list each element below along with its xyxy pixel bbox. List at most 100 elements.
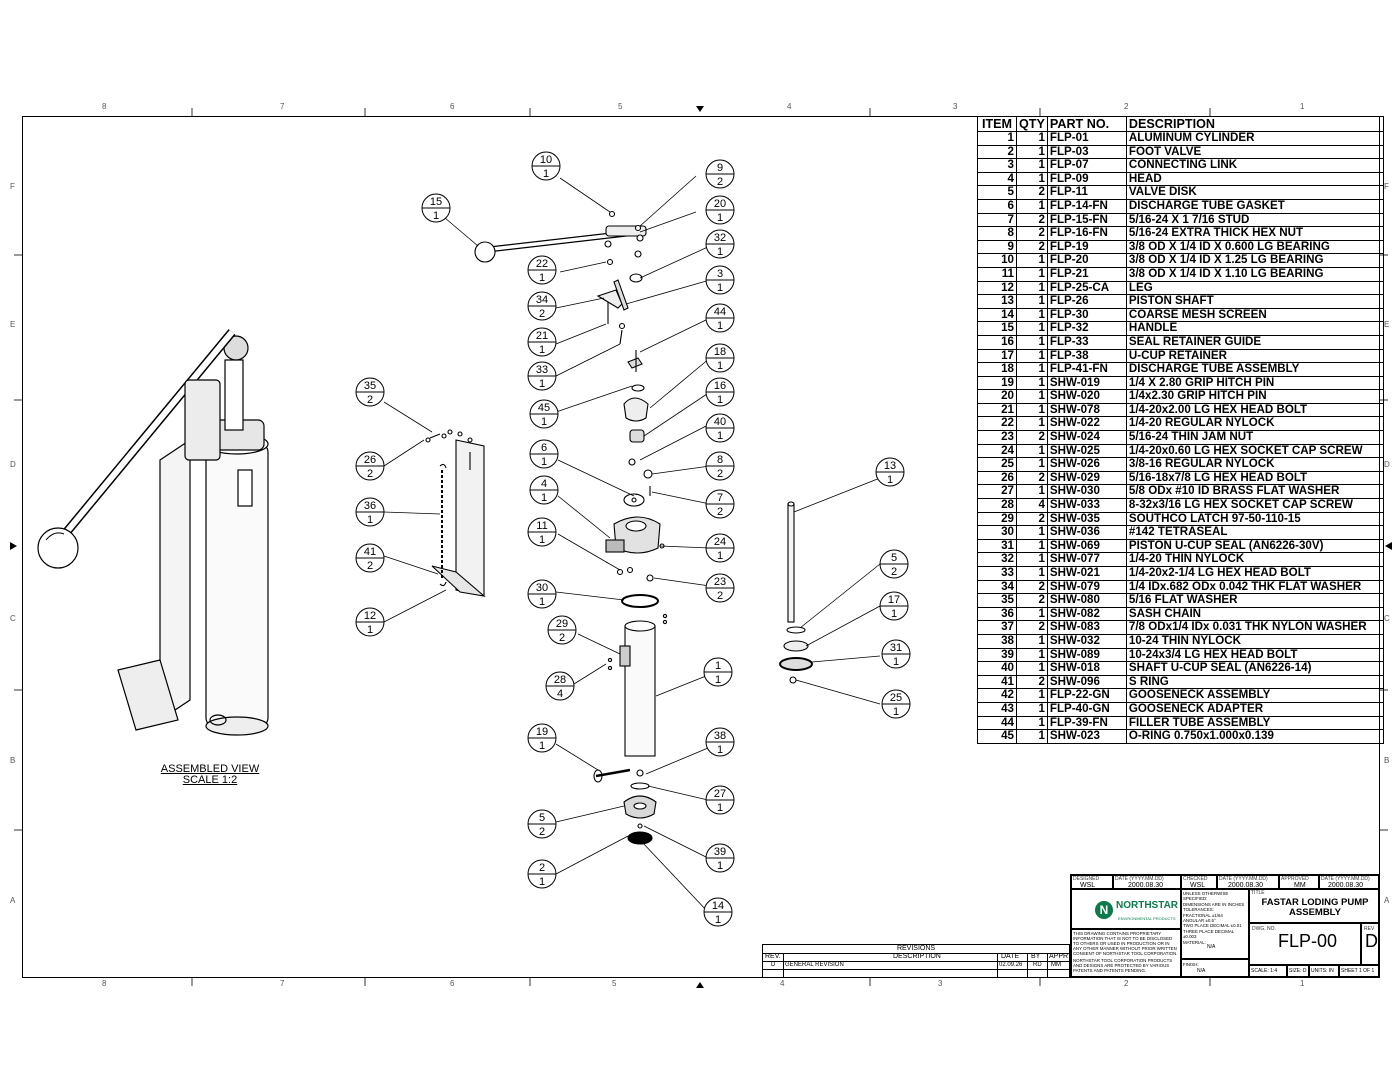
bom-part-no: SHW-018 (1046, 661, 1127, 676)
bom-item: 2 (977, 144, 1017, 160)
bom-part-no: SHW-019 (1046, 375, 1127, 391)
bom-qty: 1 (1016, 701, 1048, 717)
bom-part-no: FLP-41-FN (1046, 362, 1127, 377)
bom-qty: 1 (1016, 443, 1048, 459)
bom-qty: 1 (1016, 362, 1048, 377)
bom-part-no: FLP-07 (1046, 158, 1127, 173)
balloon-item-number: 45 (538, 402, 550, 414)
zone-label: D (10, 460, 16, 469)
balloon-quantity: 1 (717, 394, 723, 406)
balloon-item-number: 27 (714, 788, 726, 800)
bom-qty: 2 (1016, 593, 1048, 608)
leader-lines (383, 175, 881, 913)
bom-item: 45 (977, 729, 1017, 744)
balloon-item-number: 36 (364, 500, 376, 512)
drawing-number: FLP-00 (1278, 931, 1338, 951)
bom-item: 34 (977, 579, 1017, 595)
zone-label: C (10, 614, 16, 623)
balloon-quantity: 1 (539, 378, 545, 390)
callout-balloon: 92 (705, 159, 735, 189)
callout-balloon: 221 (527, 255, 557, 285)
bom-description: 5/16-24 THIN JAM NUT (1125, 430, 1384, 445)
balloon-item-number: 16 (714, 380, 726, 392)
balloon-item-number: 38 (714, 730, 726, 742)
zone-label: 3 (953, 102, 958, 111)
bom-item: 39 (977, 647, 1017, 663)
bom-qty: 1 (1016, 307, 1048, 323)
balloon-quantity: 1 (367, 514, 373, 526)
bom-part-no: SHW-096 (1046, 674, 1127, 690)
bom-description: CONNECTING LINK (1125, 158, 1384, 173)
bom-qty: 1 (1016, 647, 1048, 663)
bom-part-no: SHW-021 (1046, 566, 1127, 581)
checked-date-cell: DATE (YYYY.MM.DD) 2000.08.30 (1217, 875, 1279, 889)
balloon-quantity: 1 (543, 168, 549, 180)
bom-qty: 1 (1016, 552, 1048, 567)
zone-label: B (10, 756, 16, 765)
callout-balloon: 311 (881, 639, 911, 669)
zone-label: 4 (787, 102, 792, 111)
balloon-quantity: 1 (715, 914, 721, 926)
divider (1047, 953, 1048, 977)
balloon-item-number: 12 (364, 610, 376, 622)
bom-part-no: FLP-26 (1046, 294, 1127, 309)
rev-appr: MM (1051, 962, 1061, 968)
bom-part-no: FLP-14-FN (1046, 198, 1127, 214)
balloon-quantity: 2 (891, 566, 897, 578)
bom-part-no: SHW-029 (1046, 470, 1127, 486)
bom-part-no: FLP-22-GN (1046, 688, 1127, 703)
revisions-header-row (763, 953, 1069, 962)
callout-balloon: 241 (705, 533, 735, 563)
bom-item: 6 (977, 198, 1017, 214)
bom-item: 28 (977, 498, 1017, 513)
callout-balloon: 141 (703, 897, 733, 927)
description-col-header: DESCRIPTION (893, 953, 941, 960)
bom-description: 1/4 X 2.80 GRIP HITCH PIN (1125, 375, 1384, 391)
balloon-quantity: 1 (539, 876, 545, 888)
designed-date: 2000.08.30 (1128, 882, 1164, 889)
approved-date: 2000.08.30 (1328, 882, 1364, 889)
title-label: TITLE (1251, 890, 1265, 896)
bom-item: 41 (977, 674, 1017, 690)
approved-label: APPROVED (1281, 876, 1309, 882)
bom-description: O-RING 0.750x1.000x0.139 (1125, 729, 1384, 744)
callout-balloon: 271 (705, 785, 735, 815)
callout-balloon: 11 (703, 657, 733, 687)
bom-qty: 2 (1016, 511, 1048, 527)
callout-balloon: 441 (705, 303, 735, 333)
bom-description: DISCHARGE TUBE ASSEMBLY (1125, 362, 1384, 377)
callout-balloon: 401 (705, 413, 735, 443)
bom-qty: 2 (1016, 185, 1048, 200)
bom-qty: 2 (1016, 239, 1048, 255)
balloon-item-number: 41 (364, 546, 376, 558)
bom-description: S RING (1125, 674, 1384, 690)
bom-qty: 1 (1016, 402, 1048, 418)
bom-description: 5/8 ODx #10 ID BRASS FLAT WASHER (1125, 484, 1384, 500)
checked-date: 2000.08.30 (1228, 882, 1264, 889)
bom-qty: 1 (1016, 715, 1048, 731)
balloon-quantity: 1 (539, 344, 545, 356)
zone-label: A (10, 896, 16, 905)
zone-label: C (1384, 614, 1390, 623)
three-place-text: THREE PLACE DECIMAL ±0.003 (1183, 928, 1235, 940)
bom-description: VALVE DISK (1125, 185, 1384, 200)
divider (783, 953, 784, 977)
bom-part-no: SHW-023 (1046, 729, 1127, 744)
title-cell: TITLE FASTAR LODING PUMP ASSEMBLY (1249, 889, 1379, 923)
bom-part-no: SHW-024 (1046, 430, 1127, 445)
callout-balloon: 151 (421, 193, 451, 223)
notes-text: UNLESS OTHERWISE SPECIFIED: (1183, 891, 1229, 902)
callout-balloon: 52 (527, 809, 557, 839)
revisions-row (763, 961, 1069, 970)
balloon-item-number: 35 (364, 380, 376, 392)
checked-label: CHECKED (1183, 876, 1208, 882)
balloon-quantity: 2 (367, 468, 373, 480)
